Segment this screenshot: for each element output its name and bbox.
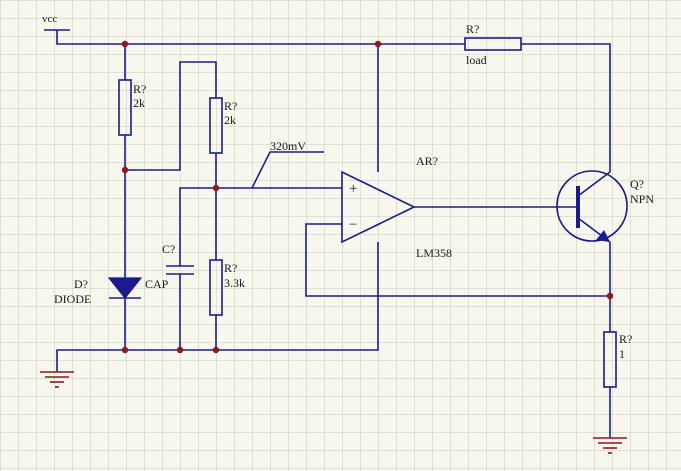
svg-text:Q?: Q? xyxy=(630,177,644,191)
junction-dot xyxy=(121,40,129,48)
svg-text:R?: R? xyxy=(466,22,479,36)
svg-text:1: 1 xyxy=(619,347,625,361)
wire-vcc-rail xyxy=(56,30,465,45)
svg-text:R?: R? xyxy=(133,82,146,96)
junction-dot xyxy=(212,184,220,192)
svg-text:D?: D? xyxy=(74,277,88,291)
capacitor: C? CAP xyxy=(145,242,194,291)
junction-dot xyxy=(176,346,184,354)
net-label-320mv: 320mV xyxy=(270,139,306,153)
svg-text:DIODE: DIODE xyxy=(54,292,91,306)
junction-dot xyxy=(374,40,382,48)
wire-r1-node-to-r2 xyxy=(125,61,217,171)
junction-dot xyxy=(606,292,614,300)
svg-text:3.3k: 3.3k xyxy=(224,276,245,290)
resistor-load: R? load xyxy=(464,22,522,67)
resistor-r-top-left: R? 2k xyxy=(118,79,146,136)
svg-text:R?: R? xyxy=(619,332,632,346)
junction-dot xyxy=(121,166,129,174)
ground-symbol-left xyxy=(40,371,74,388)
transistor-npn: Q? NPN xyxy=(556,170,654,243)
wire-load-to-collector xyxy=(521,43,611,172)
wire-feedback xyxy=(305,223,610,297)
diode: D? DIODE xyxy=(54,277,143,306)
resistor-r-bottom-mid: R? 3.3k xyxy=(209,259,245,316)
resistor-sense: R? 1 xyxy=(603,331,632,388)
svg-text:−: − xyxy=(349,217,357,233)
svg-text:C?: C? xyxy=(162,242,175,256)
wire-node-to-cap xyxy=(179,187,216,266)
svg-text:CAP: CAP xyxy=(145,277,169,291)
svg-text:LM358: LM358 xyxy=(416,246,452,260)
svg-text:+: + xyxy=(349,181,357,197)
vcc-symbol: vcc xyxy=(42,13,70,31)
junction-dot xyxy=(212,346,220,354)
svg-text:R?: R? xyxy=(224,261,237,275)
svg-text:NPN: NPN xyxy=(630,192,654,206)
wire-net-320mv xyxy=(216,151,324,189)
junction-dot xyxy=(121,346,129,354)
junctions xyxy=(121,40,614,354)
vcc-label: vcc xyxy=(42,13,57,25)
opamp-lm358: + − AR? LM358 xyxy=(341,154,452,260)
svg-text:2k: 2k xyxy=(224,113,236,127)
resistor-r-top-mid: R? 2k xyxy=(209,97,237,154)
svg-text:AR?: AR? xyxy=(416,154,438,168)
svg-text:R?: R? xyxy=(224,99,237,113)
ground-symbol-right xyxy=(593,437,627,454)
svg-text:2k: 2k xyxy=(133,96,145,110)
svg-text:load: load xyxy=(466,53,487,67)
